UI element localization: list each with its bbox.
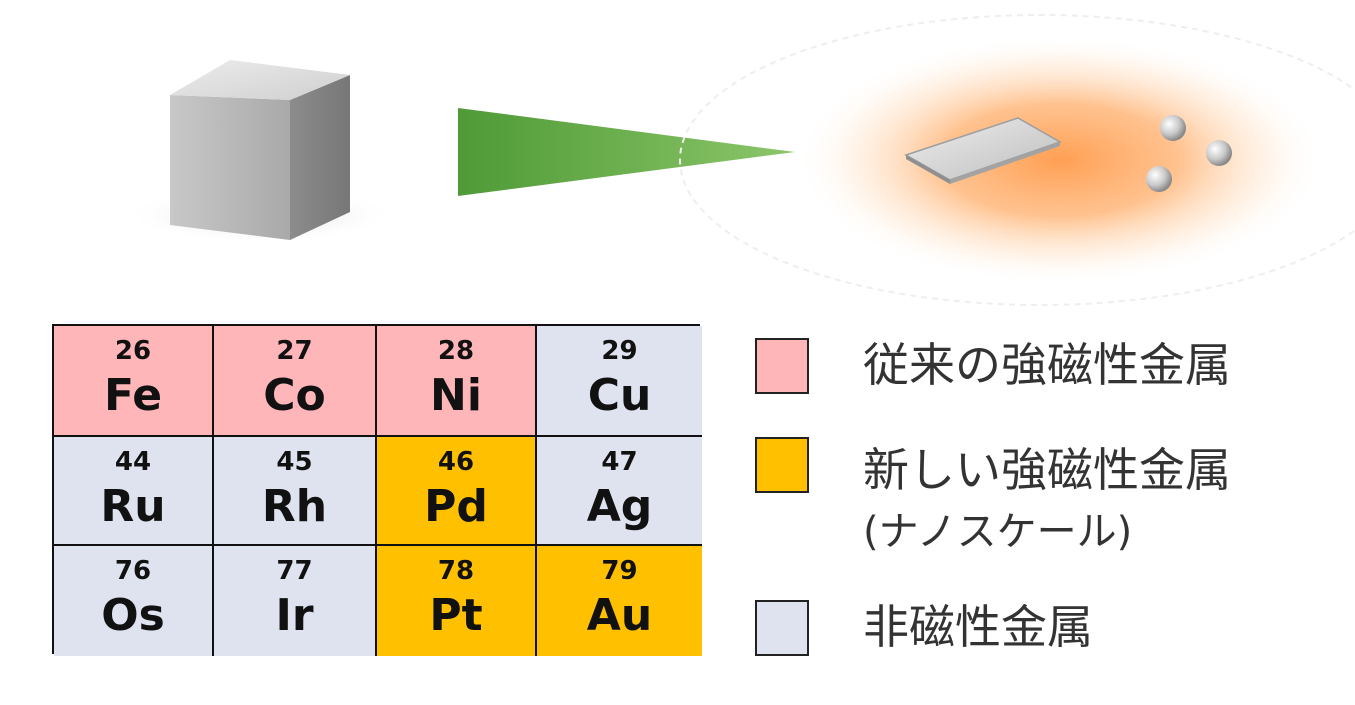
atomic-number: 78 (438, 558, 474, 584)
legend-label-nonmagnetic: 非磁性金属 (863, 598, 1093, 656)
element-symbol: Rh (262, 483, 327, 531)
atomic-number: 79 (601, 558, 637, 584)
atomic-number: 47 (601, 449, 637, 475)
element-symbol: Pt (429, 592, 482, 640)
element-symbol: Co (263, 372, 326, 420)
legend-swatch-nonmagnetic (755, 600, 809, 656)
atomic-number: 29 (601, 338, 637, 364)
element-symbol: Ir (275, 592, 313, 640)
element-symbol: Pd (424, 483, 488, 531)
element-symbol: Ag (587, 483, 653, 531)
atomic-number: 28 (438, 338, 474, 364)
bulk-to-nano-illustration (0, 0, 1355, 310)
element-symbol: Cu (588, 372, 652, 420)
atomic-number: 45 (276, 449, 312, 475)
atomic-number: 44 (115, 449, 151, 475)
legend-label-new: 新しい強磁性金属 (863, 441, 1231, 499)
legend-swatch-conventional (755, 338, 809, 394)
shrink-arrow-icon (458, 108, 795, 196)
legend-swatch-new (755, 437, 809, 493)
bulk-cube-icon (125, 60, 395, 243)
element-symbol: Ni (430, 372, 482, 420)
element-symbol: Ru (100, 483, 165, 531)
atomic-number: 26 (115, 338, 151, 364)
atomic-number: 76 (115, 558, 151, 584)
element-symbol: Fe (104, 372, 162, 420)
element-symbol: Os (101, 592, 165, 640)
atomic-number: 46 (438, 449, 474, 475)
atomic-number: 27 (276, 338, 312, 364)
element-symbol: Au (587, 592, 652, 640)
atomic-number: 77 (276, 558, 312, 584)
legend-label-conventional: 従来の強磁性金属 (863, 336, 1231, 394)
legend-sublabel-new: (ナノスケール) (863, 507, 1132, 557)
